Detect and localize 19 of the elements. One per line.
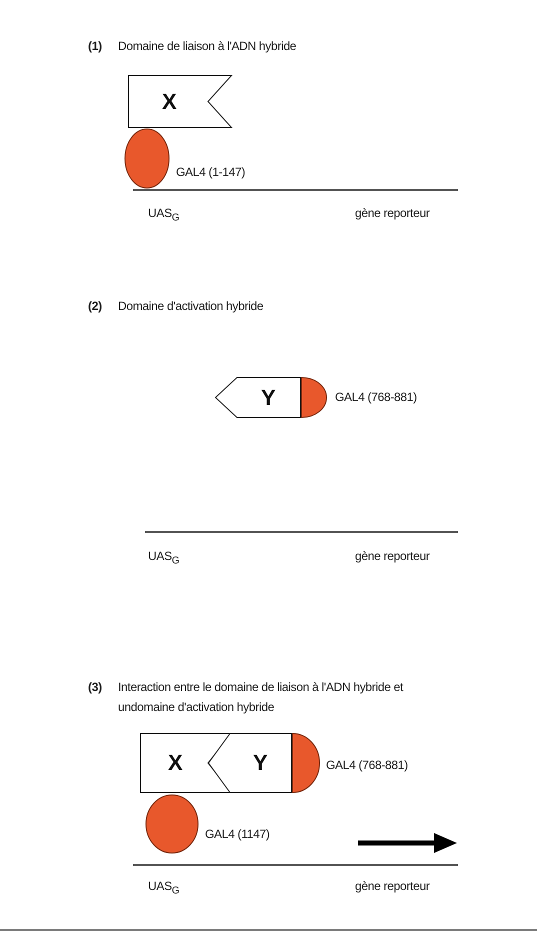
promoter-label: UAS$_{G}$ bbox=[148, 878, 180, 898]
domain-label: GAL4 (768-881) bbox=[335, 389, 417, 405]
protein-letter: X bbox=[162, 88, 177, 114]
step-heading: Domaine d'activation hybride bbox=[118, 298, 264, 315]
step-number: (1) bbox=[88, 38, 102, 54]
promoter-label: UAS$_{G}$ bbox=[148, 548, 180, 568]
gene-label: gène reporteur bbox=[355, 548, 430, 564]
protein-letter: Y bbox=[261, 384, 276, 410]
step-number: (2) bbox=[88, 298, 102, 314]
domain-label: GAL4 (768-881) bbox=[326, 757, 408, 773]
protein-letter: Y bbox=[253, 750, 268, 776]
step-heading: Domaine de liaison à l'ADN hybride bbox=[118, 38, 298, 55]
domain-label: GAL4 (1147) bbox=[205, 826, 270, 842]
domain-label: GAL4 (1-147) bbox=[176, 164, 246, 180]
gene-label: gène reporteur bbox=[355, 878, 430, 894]
gene-label: gène reporteur bbox=[355, 205, 430, 221]
step-number: (3) bbox=[88, 679, 102, 695]
promoter-label: UAS$_{G}$ bbox=[148, 205, 180, 226]
step-heading: Interaction entre le domaine de liaison à l'ADN hybride et undomaine d'activation hybride bbox=[118, 679, 404, 716]
